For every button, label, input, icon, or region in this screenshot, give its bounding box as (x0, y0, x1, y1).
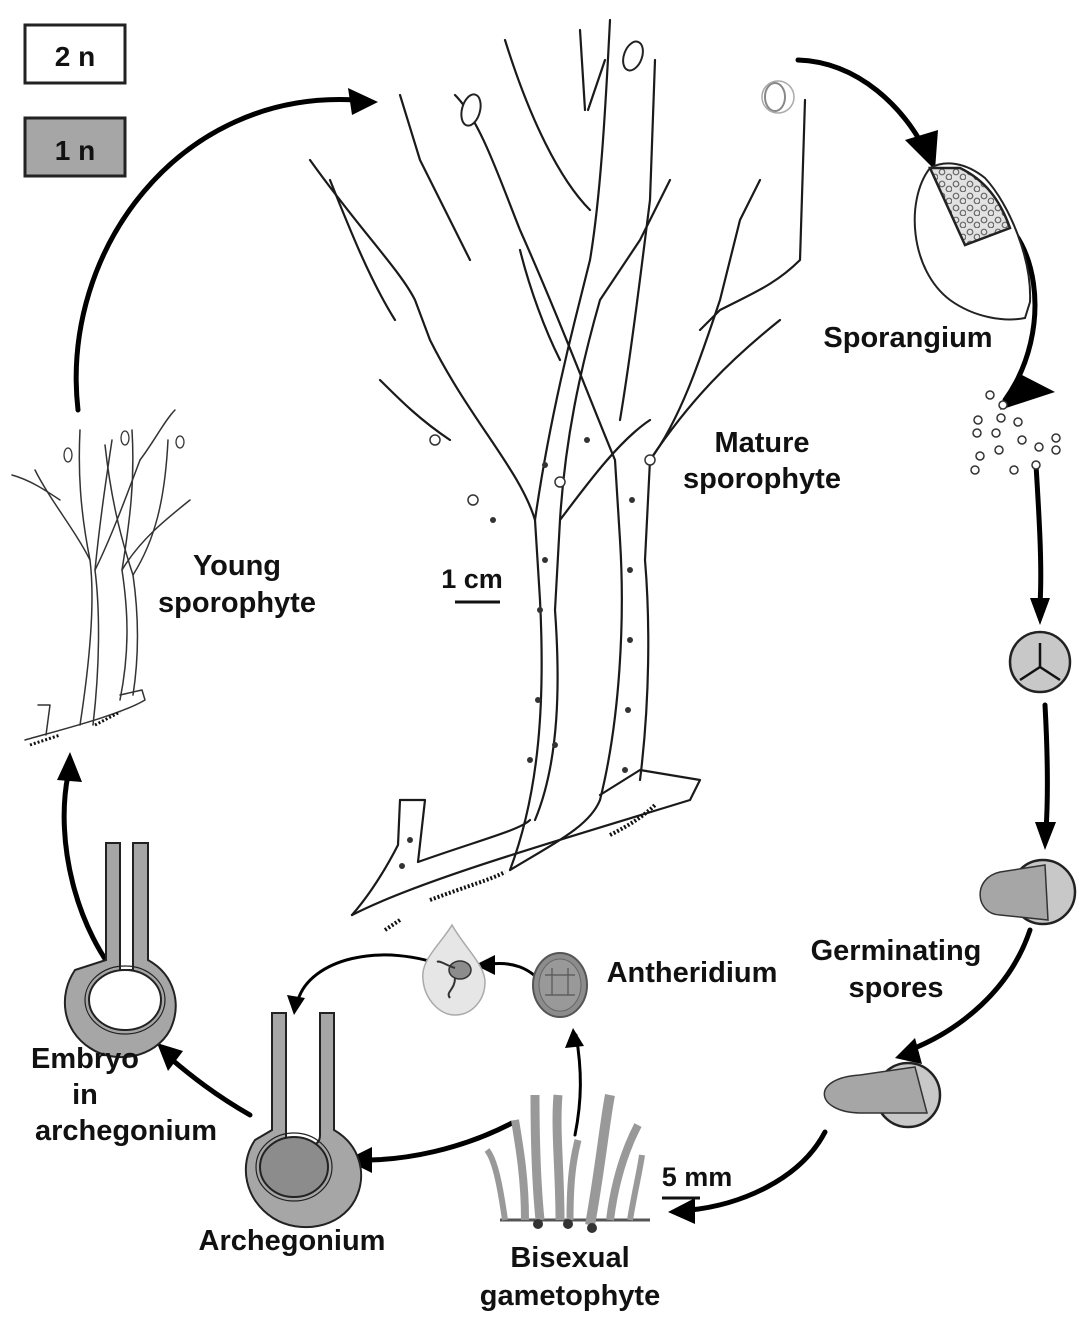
stage-labels: Sporangium Mature sporophyte Young sporo… (31, 322, 993, 1312)
germinating-spore-1 (979, 858, 1077, 926)
sporophyte-scale-label: 1 cm (441, 564, 503, 594)
young-sporophyte-illustration (11, 409, 191, 747)
arrow-mature-to-sporangium (795, 57, 938, 170)
arrow-archegonium-to-embryo (157, 1043, 253, 1118)
arrow-young-to-mature (73, 88, 378, 413)
label-germinating-spores-line2: spores (848, 972, 943, 1004)
antheridium-illustration (532, 952, 588, 1018)
arrow-spore-to-gametophyte (668, 1129, 828, 1224)
label-gametophyte-line1: Bisexual (510, 1242, 629, 1274)
label-mature-sporophyte-line2: sporophyte (683, 463, 841, 495)
label-embryo-line2: in (72, 1079, 98, 1111)
legend-diploid-label: 2 n (55, 41, 95, 72)
sporangium-illustration (913, 162, 1032, 321)
arrow-tetrad-to-germinating (1035, 702, 1056, 850)
label-embryo-line3: archegonium (35, 1115, 217, 1147)
legend-haploid-label: 1 n (55, 135, 95, 166)
arrow-spores-to-tetrad (1030, 462, 1050, 625)
legend-diploid-swatch (23, 23, 127, 85)
arrow-gametophyte-to-antheridium (565, 1028, 584, 1137)
legend-diploid: 2 n (23, 23, 127, 85)
tetrad-spore (1008, 630, 1072, 694)
mature-sporophyte-dots (399, 434, 656, 869)
label-sporangium: Sporangium (823, 322, 992, 354)
released-spores (970, 390, 1061, 475)
label-antheridium: Antheridium (607, 957, 778, 989)
sporophyte-scale-bar: 1 cm (441, 564, 503, 604)
label-young-sporophyte-line1: Young (193, 550, 281, 582)
label-germinating-spores-line1: Germinating (811, 935, 982, 967)
cycle-arrows (57, 57, 1056, 1224)
arrow-gametophyte-to-archegonium (346, 1120, 515, 1173)
arrow-sperm-to-archegonium (287, 953, 452, 1015)
embryo-archegonium-illustration (63, 842, 177, 1059)
legend-haploid-swatch (23, 116, 127, 178)
label-archegonium: Archegonium (199, 1225, 386, 1257)
sperm-water-drop (422, 923, 486, 1016)
mature-sporophyte-illustration (308, 18, 807, 932)
label-young-sporophyte-line2: sporophyte (158, 587, 316, 619)
legend-haploid: 1 n (23, 116, 127, 178)
germinating-spore-2 (823, 1061, 942, 1129)
bisexual-gametophyte-illustration (484, 1094, 650, 1233)
ploidy-legend: 2 n 1 n (23, 23, 127, 178)
arrow-germinating-to-germinating (895, 927, 1033, 1064)
label-gametophyte-line2: gametophyte (480, 1280, 660, 1312)
archegonium-illustration (244, 1012, 363, 1229)
gametophyte-scale-label: 5 mm (662, 1162, 733, 1192)
label-mature-sporophyte-line1: Mature (714, 427, 809, 459)
gametophyte-scale-bar: 5 mm (662, 1162, 733, 1200)
label-embryo-line1: Embryo (31, 1043, 139, 1075)
